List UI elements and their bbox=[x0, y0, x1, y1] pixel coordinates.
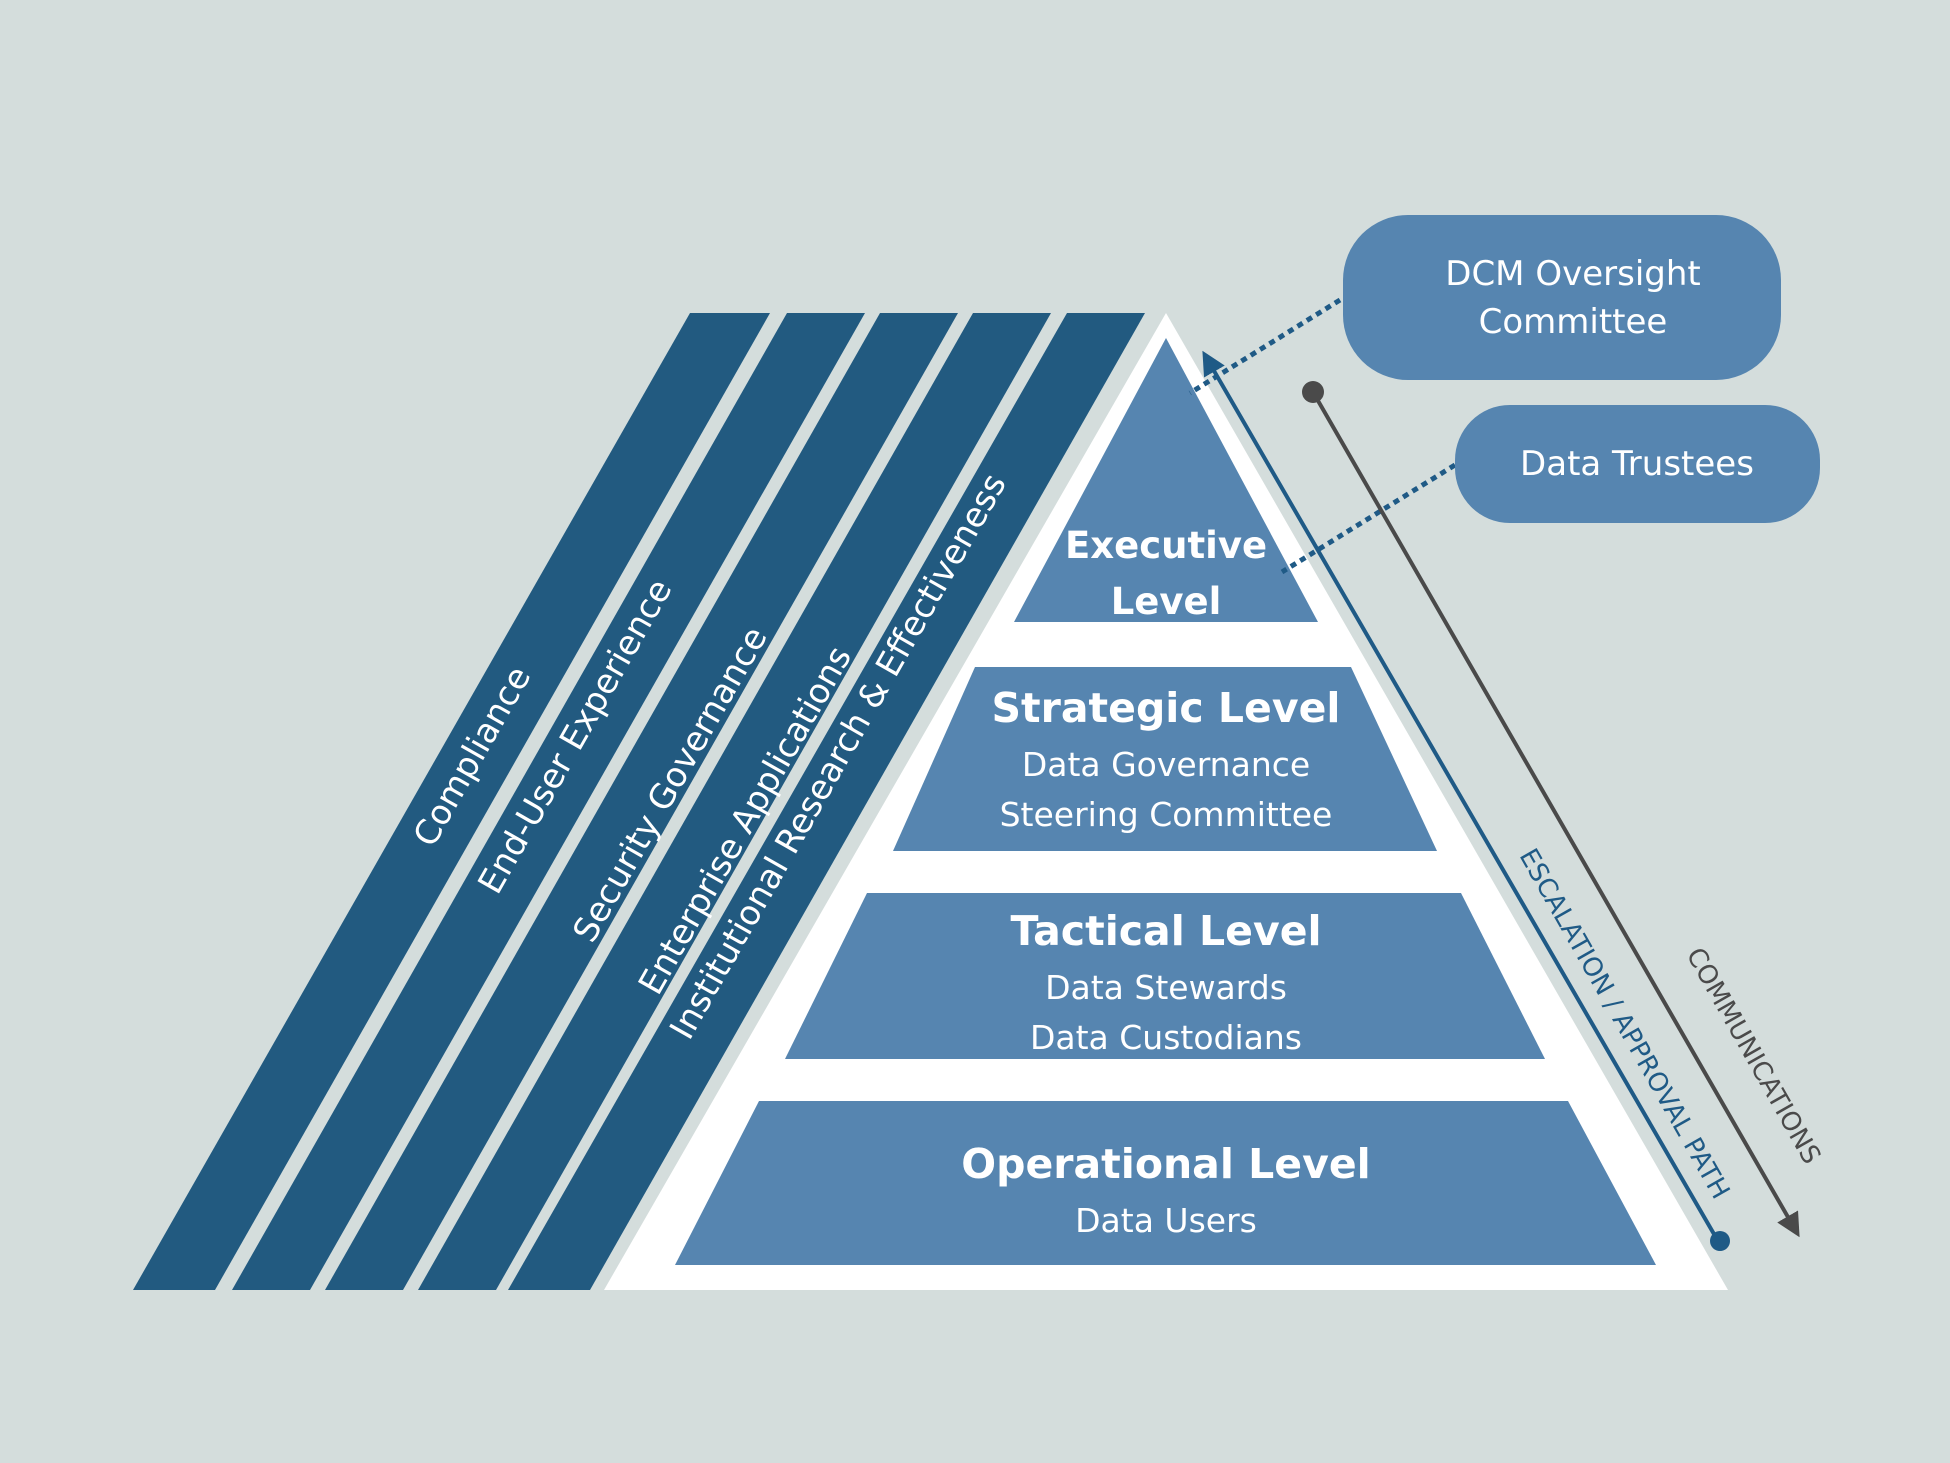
strategic-sub1: Data Governance bbox=[1022, 745, 1310, 784]
callout-data-trustees-box bbox=[1455, 405, 1820, 523]
strategic-sub2: Steering Committee bbox=[1000, 795, 1333, 834]
callout-dcm-line1: DCM Oversight bbox=[1445, 254, 1700, 294]
escalation-line bbox=[1202, 350, 1720, 1243]
executive-title-line2: Level bbox=[1111, 580, 1222, 623]
pyramid-levels: Executive Level Strategic Level Data Gov… bbox=[675, 338, 1656, 1265]
band-compliance bbox=[133, 313, 770, 1290]
connector-data-trustees bbox=[1280, 462, 1457, 575]
band-security-governance bbox=[325, 313, 958, 1290]
connector-dcm-oversight bbox=[1188, 297, 1342, 396]
band-enterprise-applications bbox=[418, 313, 1051, 1290]
communications-start-dot bbox=[1302, 381, 1324, 403]
level-strategic bbox=[893, 667, 1437, 851]
level-executive bbox=[1014, 338, 1318, 622]
callout-dcm-oversight-box bbox=[1343, 215, 1781, 380]
callout-dcm-line2: Committee bbox=[1479, 302, 1668, 342]
escalation-start-dot bbox=[1710, 1231, 1730, 1251]
level-tactical bbox=[785, 893, 1545, 1059]
band-institutional-research bbox=[508, 313, 1145, 1290]
strategic-title: Strategic Level bbox=[992, 684, 1341, 732]
operational-sub1: Data Users bbox=[1075, 1201, 1257, 1240]
tactical-sub2: Data Custodians bbox=[1030, 1018, 1302, 1057]
communications-line bbox=[1311, 391, 1800, 1238]
executive-title-line1: Executive bbox=[1065, 524, 1267, 567]
tactical-sub1: Data Stewards bbox=[1045, 968, 1287, 1007]
callout-data-trustees: Data Trustees bbox=[1455, 405, 1820, 523]
callout-dcm-oversight: DCM Oversight Committee bbox=[1343, 215, 1781, 380]
operational-title: Operational Level bbox=[961, 1140, 1370, 1188]
band-end-user-experience bbox=[232, 313, 865, 1290]
callout-trustees-line1: Data Trustees bbox=[1520, 444, 1754, 484]
level-operational bbox=[675, 1101, 1656, 1265]
tactical-title: Tactical Level bbox=[1010, 907, 1321, 955]
